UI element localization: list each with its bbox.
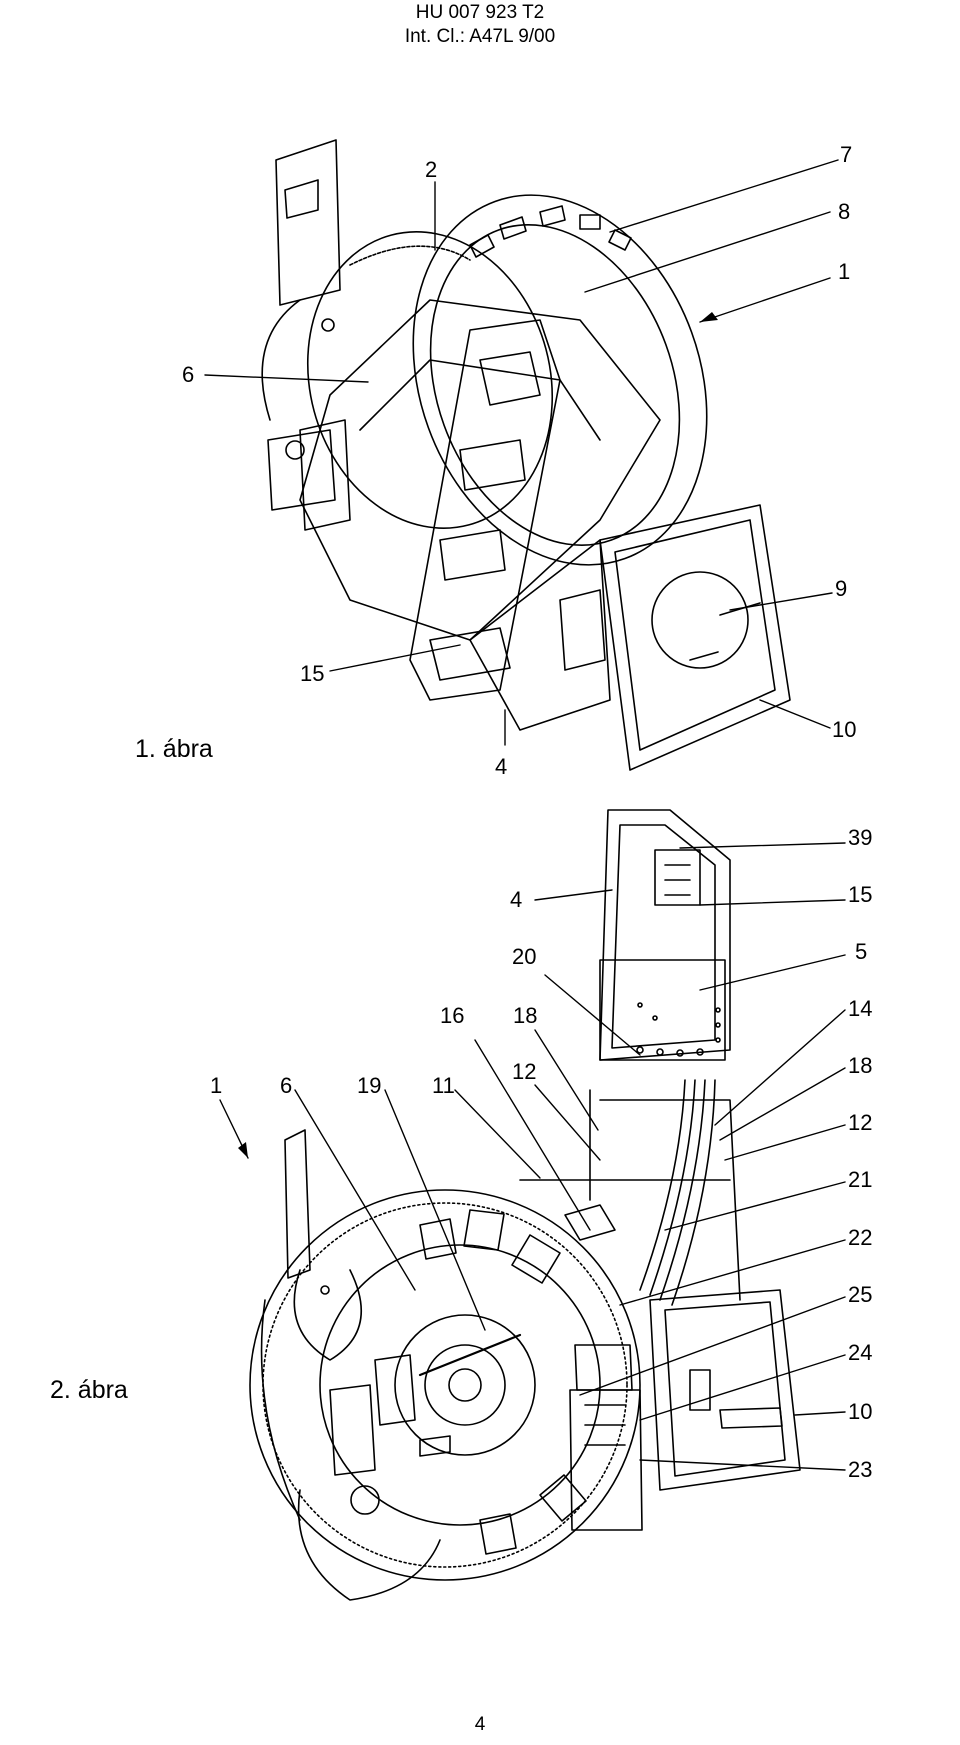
fig1-label-8: 8	[838, 199, 851, 224]
figure2-caption: 2. ábra	[50, 1376, 128, 1404]
fig2-label-4: 4	[510, 887, 523, 912]
fig2-label-19: 19	[357, 1073, 382, 1098]
fig1-label-4: 4	[495, 754, 508, 779]
fig2-label-6: 6	[280, 1073, 293, 1098]
fig2-label-5: 5	[855, 939, 868, 964]
page-number: 4	[474, 1714, 486, 1735]
fig2-label-21: 21	[848, 1167, 873, 1192]
figure2-drawing	[249, 809, 801, 1601]
fig2-label-22: 22	[848, 1225, 873, 1250]
fig2-label-1: 1	[210, 1073, 223, 1098]
fig1-label-9: 9	[835, 576, 848, 601]
fig2-label-18a: 18	[513, 1003, 538, 1028]
fig1-label-15: 15	[300, 661, 325, 686]
fig2-label-20: 20	[512, 944, 537, 969]
leader-lines	[204, 159, 846, 1471]
classification: Int. Cl.: A47L 9/00	[404, 26, 556, 47]
fig2-label-16: 16	[440, 1003, 465, 1028]
fig2-label-12a: 12	[512, 1059, 537, 1084]
fig2-label-39: 39	[848, 825, 873, 850]
fig1-label-1: 1	[838, 259, 851, 284]
fig2-label-12b: 12	[848, 1110, 873, 1135]
fig1-label-6: 6	[182, 362, 195, 387]
fig1-label-7: 7	[840, 142, 853, 167]
fig2-label-24: 24	[848, 1340, 873, 1365]
fig2-label-18b: 18	[848, 1053, 873, 1078]
fig2-label-25: 25	[848, 1282, 873, 1307]
figure1-caption: 1. ábra	[135, 735, 213, 763]
fig1-label-10: 10	[832, 717, 857, 742]
fig2-label-15: 15	[848, 882, 873, 907]
fig2-label-10: 10	[848, 1399, 873, 1424]
fig2-label-11: 11	[432, 1073, 455, 1098]
fig2-label-14: 14	[848, 996, 873, 1021]
doc-number: HU 007 923 T2	[415, 2, 545, 23]
fig1-label-2: 2	[425, 157, 438, 182]
figure1-drawing	[261, 139, 791, 771]
fig2-label-23: 23	[848, 1457, 873, 1482]
